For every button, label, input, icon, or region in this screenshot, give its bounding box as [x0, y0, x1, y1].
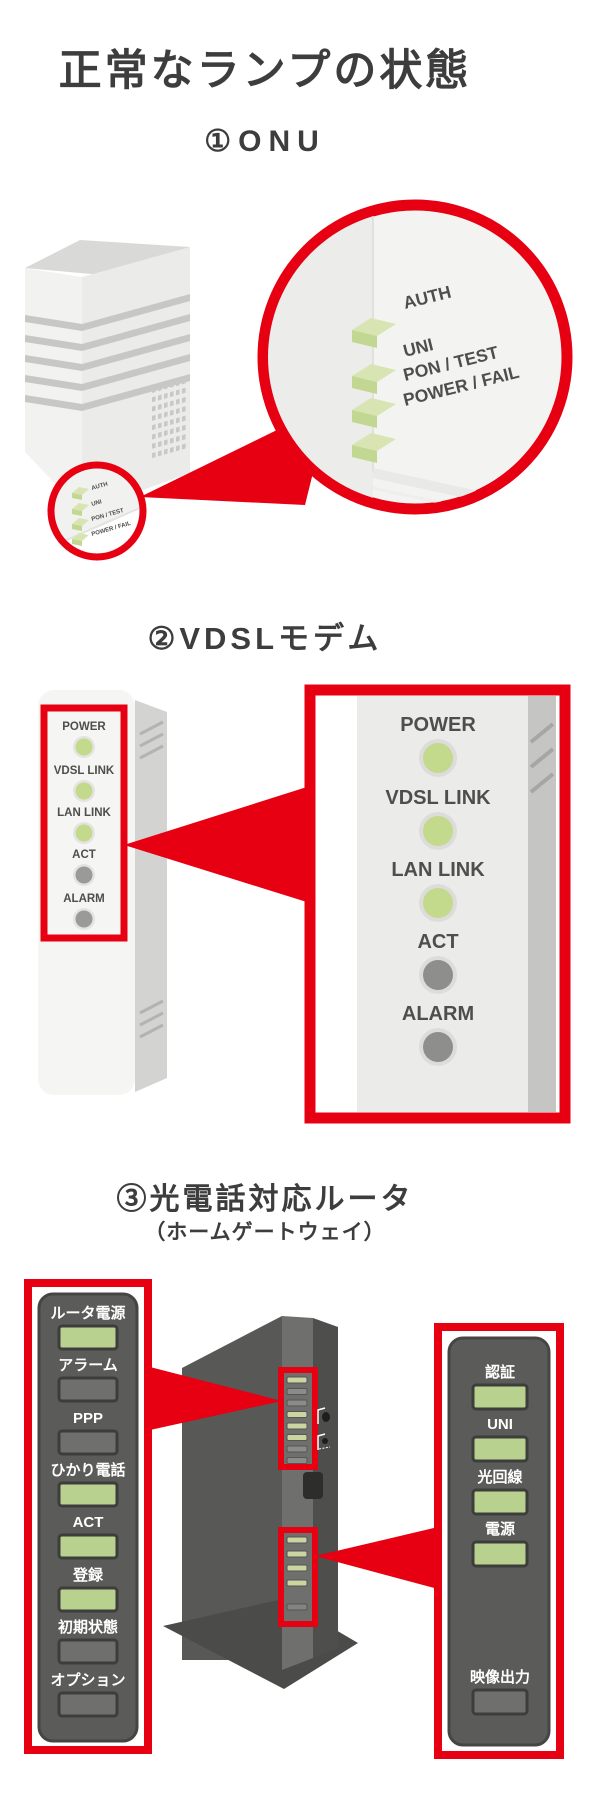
router-left-lamp [57, 1586, 119, 1613]
vdsl-magnified-panel: POWER VDSL LINK LAN LINK ACT ALARM [304, 684, 571, 1124]
router-left-lamp-label: ACT [73, 1514, 104, 1531]
vdsl-panel-highlight-box [40, 704, 128, 942]
vdsl-panel-lamp-label: VDSL LINK [385, 787, 491, 809]
vdsl-side-slashes-top [139, 720, 164, 760]
vdsl-device-lamp-label: LAN LINK [57, 807, 111, 819]
vdsl-panel-lamp-label: LAN LINK [391, 859, 485, 881]
vdsl-panel-lamp-lan-link [423, 888, 453, 918]
router-left-lamp [57, 1376, 119, 1403]
vdsl-callout-wedge [124, 786, 310, 903]
onu-magnifier-circle: AUTH UNI PON / TEST POWER / FAIL [257, 199, 573, 515]
vdsl-device-lamp-power [75, 738, 93, 756]
router-port [303, 1472, 323, 1499]
onu-lamp-uni [352, 364, 396, 394]
onu-device-illustration [25, 240, 190, 512]
router-left-lamp [57, 1429, 119, 1456]
router-left-lamp-label: アラーム [58, 1357, 118, 1374]
router-left-lamp [57, 1533, 119, 1560]
router-upper-lamp-strip [278, 1367, 318, 1470]
vdsl-panel-lamp-alarm [423, 1032, 453, 1062]
router-left-lamp-label: ひかり電話 [50, 1461, 125, 1479]
router-right-callout-wedge [315, 1527, 438, 1589]
section-heading-router-sub: （ホームゲートウェイ） [144, 1221, 386, 1244]
onu-stripes-right [82, 294, 190, 411]
router-left-lamp-label: ルータ電源 [50, 1304, 125, 1322]
vdsl-panel-lamp-label: ACT [417, 931, 458, 953]
section-number: ② [147, 621, 180, 656]
router-left-lamp-label: 登録 [72, 1566, 104, 1584]
router-left-lamp [57, 1691, 119, 1718]
vdsl-panel-lamp-label: ALARM [402, 1003, 474, 1025]
router-left-lamp-label: オプション [50, 1672, 125, 1689]
vdsl-device-lamp-lan-link [75, 824, 93, 842]
onu-lamp-power-fail [352, 433, 396, 463]
vdsl-panel-lamp-label: POWER [400, 714, 476, 736]
router-left-panel: ルータ電源 アラーム PPP ひかり電話 ACT 登録 初期状態 オプション [24, 1279, 152, 1754]
router-left-lamp-label: 初期状態 [58, 1618, 118, 1636]
section-label: 光電話対応ルータ [149, 1183, 414, 1216]
vdsl-device-lamp-act [75, 866, 93, 884]
vdsl-device-lamp-label: ACT [72, 849, 96, 861]
router-right-lamp-label: 認証 [485, 1363, 515, 1381]
router-left-callout-wedge [150, 1367, 282, 1430]
vdsl-panel-lamp-vdsl-link [423, 816, 453, 846]
router-right-panel: 認証 UNI 光回線 電源 映像出力 [434, 1323, 564, 1759]
router-right-lamp-label: 映像出力 [470, 1668, 530, 1686]
router-right-lamp [471, 1383, 529, 1411]
router-left-lamp-label: PPP [73, 1410, 103, 1427]
vdsl-device-lamp-label: POWER [62, 721, 106, 733]
router-right-lamp-label: 光回線 [476, 1468, 522, 1486]
vdsl-panel-lamp-act [423, 960, 453, 990]
router-device-illustration [163, 1316, 358, 1689]
router-right-lamp [471, 1540, 529, 1568]
section-number: ① [204, 125, 239, 158]
router-side-buttons [317, 1407, 331, 1450]
vdsl-device-lamp-label: VDSL LINK [54, 765, 115, 777]
router-right-lamp-label: 電源 [485, 1520, 515, 1538]
vdsl-panel-slashes [529, 722, 555, 794]
vdsl-panel-lamp-power [423, 743, 453, 773]
page-title: 正常なランプの状態 [58, 47, 472, 95]
router-left-lamp [57, 1481, 119, 1508]
onu-lamp-auth [352, 318, 396, 348]
vdsl-device-lamp-label: ALARM [63, 893, 105, 905]
vdsl-device-lamp-vdsl-link [75, 782, 93, 800]
section-label: VDSLモデム [179, 621, 383, 656]
router-lower-lamp-strip [278, 1527, 318, 1627]
vdsl-device-illustration: POWER VDSL LINK LAN LINK ACT ALARM [38, 690, 167, 1095]
router-right-lamp-label: UNI [487, 1416, 513, 1433]
router-right-lamp [471, 1435, 529, 1463]
router-right-lamp [471, 1488, 529, 1516]
onu-vent-grid [152, 378, 186, 459]
onu-mini-lamp-label: UNI [91, 499, 103, 508]
router-left-lamp [57, 1324, 119, 1351]
section-number: ③ [116, 1183, 150, 1216]
section-heading-vdsl: ②VDSLモデム [0, 613, 530, 658]
section-label: ONU [238, 125, 326, 158]
router-right-lamp [471, 1688, 529, 1716]
router-left-lamp [57, 1638, 119, 1665]
onu-mini-lamp-label: AUTH [91, 482, 109, 492]
onu-mini-lamps [72, 487, 89, 546]
onu-lamp-pon-test [352, 398, 396, 428]
onu-source-circle: AUTH UNI PON / TEST POWER / FAIL [47, 461, 147, 561]
vdsl-device-lamp-alarm [75, 910, 93, 928]
section-heading-router: ③光電話対応ルータ [0, 1174, 530, 1218]
section-heading-onu: ①ONU [0, 124, 530, 159]
onu-stripes-left [25, 315, 82, 411]
vdsl-side-slashes-bottom [139, 999, 164, 1039]
